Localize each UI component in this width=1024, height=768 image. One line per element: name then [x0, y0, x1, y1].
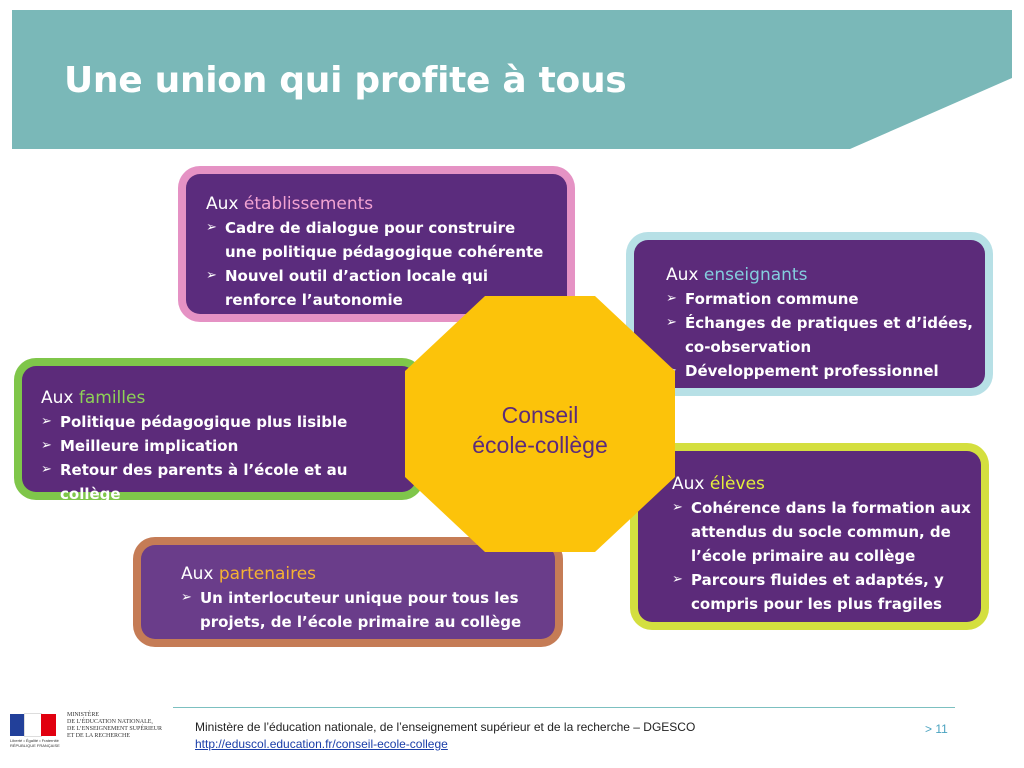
- card-enseignants-body: Aux enseignants ➢ Formation commune ➢ Écha…: [634, 240, 985, 388]
- republic-name: RÉPUBLIQUE FRANÇAISE: [10, 743, 60, 748]
- card-title-prefix: Aux: [672, 474, 710, 494]
- card-partenaires: Aux partenaires ➢ Un interlocuteur unique…: [133, 537, 563, 647]
- card-title-accent: partenaires: [218, 564, 317, 584]
- list-item: ➢ Échanges de pratiques et d’idées, co-ob…: [666, 311, 975, 359]
- arrow-bullet-icon: ➢: [206, 268, 217, 283]
- card-partenaires-body: Aux partenaires ➢ Un interlocuteur unique…: [141, 545, 555, 639]
- center-octagon: [405, 296, 675, 552]
- list-item-text: Cohérence dans la formation aux attendus…: [691, 499, 971, 565]
- card-title-prefix: Aux: [41, 388, 79, 408]
- card-enseignants-list: ➢ Formation commune ➢ Échanges de pratique…: [666, 287, 975, 383]
- republic-motto: Liberté • Égalité • Fraternité: [10, 738, 59, 743]
- list-item: ➢ Parcours fluides et adaptés, y compris …: [672, 568, 971, 616]
- center-label-line1: Conseil: [501, 402, 579, 428]
- list-item-text: Échanges de pratiques et d’idées, co-obs…: [685, 314, 973, 356]
- arrow-bullet-icon: ➢: [41, 414, 52, 429]
- card-title-accent: établissements: [243, 194, 374, 214]
- center-label-line2: école-collège: [472, 432, 608, 458]
- arrow-bullet-icon: ➢: [181, 590, 192, 605]
- card-eleves-title: Aux élèves: [672, 472, 971, 496]
- banner-shape: [12, 10, 1012, 149]
- list-item: ➢ Politique pédagogique plus lisible: [41, 410, 408, 434]
- card-familles-title: Aux familles: [41, 386, 408, 410]
- card-familles-list: ➢ Politique pédagogique plus lisible ➢ Mei…: [41, 410, 408, 506]
- list-item: ➢ Meilleure implication: [41, 434, 408, 458]
- list-item-text: Retour des parents à l’école et au collè…: [60, 461, 348, 503]
- center-label: Conseil école-collège: [405, 400, 675, 460]
- list-item: ➢ Cohérence dans la formation aux attendu…: [672, 496, 971, 568]
- list-item-text: Nouvel outil d’action locale qui renforc…: [225, 267, 489, 309]
- card-eleves-list: ➢ Cohérence dans la formation aux attendu…: [672, 496, 971, 616]
- card-enseignants-title: Aux enseignants: [666, 263, 975, 287]
- list-item-text: Formation commune: [685, 290, 859, 308]
- arrow-bullet-icon: ➢: [672, 572, 683, 587]
- card-title-prefix: Aux: [206, 194, 244, 214]
- list-item-text: Meilleure implication: [60, 437, 239, 455]
- list-item-text: Parcours fluides et adaptés, y compris p…: [691, 571, 944, 613]
- octagon-shape: [405, 296, 675, 552]
- card-familles-body: Aux familles ➢ Politique pédagogique plus…: [22, 366, 416, 503]
- list-item: ➢ Retour des parents à l’école et au coll…: [41, 458, 408, 506]
- card-etablissements-list: ➢ Cadre de dialogue pour construire une p…: [206, 216, 551, 312]
- list-item: ➢ Nouvel outil d’action locale qui renfor…: [206, 264, 551, 312]
- card-title-prefix: Aux: [181, 564, 219, 584]
- card-partenaires-list: ➢ Un interlocuteur unique pour tous les p…: [181, 586, 539, 634]
- card-etablissements-body: Aux établissements ➢ Cadre de dialogue po…: [186, 174, 567, 314]
- arrow-bullet-icon: ➢: [41, 462, 52, 477]
- page-number: > 11: [925, 722, 948, 736]
- title-banner: [12, 10, 1012, 149]
- arrow-bullet-icon: ➢: [206, 220, 217, 235]
- arrow-bullet-icon: ➢: [666, 291, 677, 306]
- card-title-accent: familles: [78, 388, 146, 408]
- list-item: ➢Développement professionnel: [666, 359, 975, 383]
- arrow-bullet-icon: ➢: [41, 438, 52, 453]
- arrow-bullet-icon: ➢: [672, 500, 683, 515]
- list-item-text: Développement professionnel: [685, 362, 939, 380]
- card-title-accent: enseignants: [703, 265, 808, 285]
- list-item: ➢ Un interlocuteur unique pour tous les p…: [181, 586, 539, 634]
- card-etablissements-title: Aux établissements: [206, 192, 551, 216]
- list-item-text: Politique pédagogique plus lisible: [60, 413, 348, 431]
- card-enseignants: Aux enseignants ➢ Formation commune ➢ Écha…: [626, 232, 993, 396]
- ministry-logo-text: MINISTÈRE DE L’ÉDUCATION NATIONALE, DE L…: [67, 712, 163, 739]
- card-title-prefix: Aux: [666, 265, 704, 285]
- card-title-accent: élèves: [709, 474, 765, 494]
- card-familles: Aux familles ➢ Politique pédagogique plus…: [14, 358, 424, 503]
- card-eleves: Aux élèves ➢ Cohérence dans la formation …: [630, 443, 989, 630]
- card-eleves-body: Aux élèves ➢ Cohérence dans la formation …: [638, 451, 981, 622]
- footer-divider: [173, 707, 955, 708]
- french-flag-icon: [10, 713, 56, 737]
- arrow-bullet-icon: ➢: [666, 315, 677, 330]
- footer-text: Ministère de l’éducation nationale, de l…: [195, 720, 696, 734]
- list-item-text: Cadre de dialogue pour construire une po…: [225, 219, 544, 261]
- list-item: ➢ Formation commune: [666, 287, 975, 311]
- list-item-text: Un interlocuteur unique pour tous les pr…: [200, 589, 522, 631]
- ministry-logo: Liberté • Égalité • Fraternité RÉPUBLIQU…: [10, 712, 170, 748]
- slide-title: Une union qui profite à tous: [64, 60, 627, 101]
- footer-link[interactable]: http://eduscol.education.fr/conseil-ecol…: [195, 737, 448, 751]
- list-item: ➢ Cadre de dialogue pour construire une p…: [206, 216, 551, 264]
- card-partenaires-title: Aux partenaires: [181, 562, 539, 586]
